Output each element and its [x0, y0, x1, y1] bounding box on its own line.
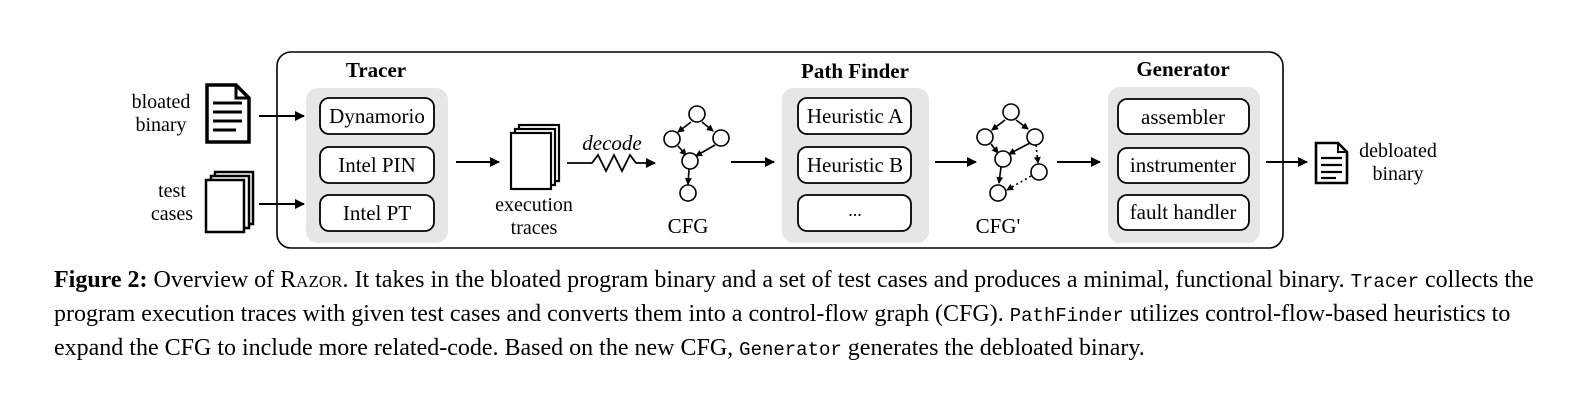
tracer-code: Tracer	[1350, 271, 1420, 293]
tracer-item-box	[319, 97, 435, 135]
stacked-documents-icon	[509, 123, 561, 191]
figure-caption: Figure 2: Overview of Razor. It takes in…	[54, 264, 1534, 366]
razor-name: Razor	[280, 267, 343, 293]
generator-item-box	[1117, 147, 1250, 184]
generator-item-box	[1117, 194, 1250, 231]
decode-zigzag-arrow	[567, 152, 656, 174]
razor-overview-diagram: bloated binary test cases Tracer Dynamor…	[132, 51, 1437, 249]
tracer-title: Tracer	[346, 58, 406, 82]
debloated-binary-label-line2: binary	[1372, 163, 1423, 185]
generator-title: Generator	[1136, 57, 1229, 81]
razor-system-frame	[276, 51, 1284, 249]
cfg-prime-label: CFG'	[976, 214, 1021, 238]
document-icon	[1314, 141, 1349, 185]
caption-text: Overview of	[153, 267, 281, 293]
heuristic-box	[797, 194, 912, 232]
tracer-item-box	[319, 146, 435, 184]
generator-panel: Generator assembler instrumenter fault h…	[1108, 57, 1260, 243]
test-cases-label-line2: cases	[151, 203, 193, 225]
bloated-binary-label-line2: binary	[135, 114, 186, 136]
generator-item-assembler: assembler	[1141, 105, 1225, 129]
tracer-item-intel-pin: Intel PIN	[338, 153, 416, 177]
debloated-binary-output: debloated binary	[1314, 140, 1437, 185]
cfg-graph	[663, 105, 730, 202]
stacked-documents-icon	[204, 170, 255, 234]
caption-text: collects the program execution traces wi…	[54, 267, 1534, 327]
caption-text: . It takes in the bloated program binary…	[342, 267, 1345, 293]
pathfinder-code: PathFinder	[1009, 305, 1124, 327]
tracer-item-dynamorio: Dynamorio	[329, 104, 425, 128]
decode-label: decode	[582, 131, 641, 155]
execution-traces: execution traces	[495, 123, 573, 239]
caption-text: utilizes control-flow-based heuristics t…	[54, 301, 1511, 361]
heuristic-box	[797, 146, 912, 184]
heuristic-more: ...	[848, 200, 862, 220]
cfg-prime-graph	[976, 103, 1048, 202]
bloated-binary-input: bloated binary	[132, 83, 251, 144]
caption-text: generates the debloated binary.	[841, 335, 1145, 361]
heuristic-box	[797, 97, 912, 135]
test-cases-input: test cases	[151, 170, 255, 234]
path-finder-title: Path Finder	[801, 59, 909, 83]
generator-code: Generator	[739, 339, 842, 361]
path-finder-panel: Path Finder Heuristic A Heuristic B ...	[782, 59, 929, 243]
tracer-item-intel-pt: Intel PT	[343, 201, 411, 225]
generator-item-fault-handler: fault handler	[1130, 200, 1237, 224]
heuristic-b: Heuristic B	[807, 153, 903, 177]
generator-item-box	[1117, 98, 1250, 135]
execution-traces-label-line1: execution	[495, 194, 573, 216]
figure-label: Figure 2:	[54, 267, 148, 293]
document-icon	[205, 83, 251, 144]
test-cases-label-line1: test	[158, 180, 186, 202]
execution-traces-label-line2: traces	[511, 217, 558, 239]
generator-item-instrumenter: instrumenter	[1130, 153, 1236, 177]
bloated-binary-label-line1: bloated	[132, 91, 191, 113]
tracer-panel: Tracer Dynamorio Intel PIN Intel PT	[306, 58, 448, 243]
heuristic-a: Heuristic A	[807, 104, 904, 128]
tracer-item-box	[319, 194, 435, 232]
debloated-binary-label-line1: debloated	[1359, 140, 1437, 162]
cfg-label: CFG	[668, 214, 709, 238]
